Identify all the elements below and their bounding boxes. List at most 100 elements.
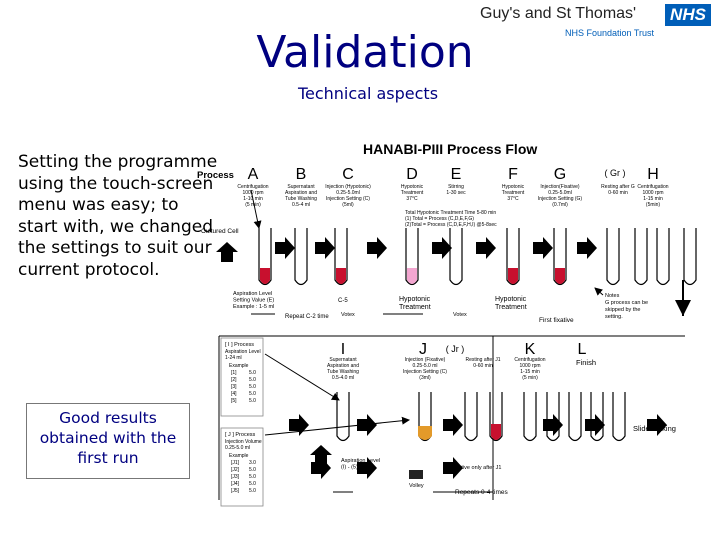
step-caption-top: 1-30 sec: [446, 190, 466, 196]
process-box-i-row-value: 5.0: [249, 398, 256, 404]
aspiration-level-label: Example : 1-5 ml: [233, 304, 274, 310]
logo-trust-name: NHS Foundation Trust: [565, 28, 655, 38]
test-tube-liquid: [418, 426, 432, 440]
hypotonic-label: Hypotonic: [399, 296, 431, 303]
process-box-i-row-value: 5.0: [249, 377, 256, 383]
test-tube-liquid: [336, 268, 346, 284]
pointer-line: [594, 287, 604, 296]
right-arrow-icon: [443, 414, 463, 436]
step-caption-top: 1000 rpm: [242, 190, 263, 196]
first-fixative-label: First fixative: [539, 317, 574, 324]
test-tube: [294, 228, 308, 286]
process-box-j-subtitle: Injection Volume: [225, 439, 262, 445]
votex-label: Votex: [341, 312, 355, 318]
step-caption-top: 0.25-5.0ml: [548, 190, 572, 196]
process-box-i-subtitle: Aspiration Level: [225, 349, 261, 355]
test-tube: [546, 392, 560, 442]
test-tube-liquid: [407, 268, 417, 284]
step-caption-bottom: 0.5-4.0 ml: [332, 375, 354, 381]
step-caption-top: 1-15 min: [643, 196, 663, 202]
step-caption-top: (5ml): [342, 202, 354, 208]
process-box-i-row-label: [4]: [231, 391, 237, 397]
step-caption-top: Centrifugation: [637, 184, 668, 190]
step-caption-top: Hypotonic: [502, 184, 525, 190]
process-box-i-row-value: 5.0: [249, 370, 256, 376]
process-label: Process: [197, 170, 234, 181]
step-letter-g: G: [554, 166, 566, 183]
hypotonic-label-2: Treatment: [495, 304, 527, 311]
process-box-j-row-value: 5.0: [249, 481, 256, 487]
step-letter-l: L: [578, 341, 587, 358]
step-j-suffix: ( Jr ): [446, 344, 465, 354]
process-box-i-title: [ I ] Process: [225, 342, 254, 348]
step-letter-d: D: [406, 166, 418, 183]
timing-note: Total Hypotonic Treatment Time 5-80 min: [405, 210, 496, 216]
step-caption-top: (0.7ml): [552, 202, 568, 208]
process-box-j-row-label: [J1]: [231, 460, 240, 466]
slide-subtitle: Technical aspects: [297, 84, 439, 103]
volley-block: [409, 470, 423, 479]
notes-label: G process can be: [605, 300, 648, 306]
process-box-i-row-value: 5.0: [249, 384, 256, 390]
step-caption-bottom: Supernatant: [329, 357, 357, 363]
right-arrow-icon: [315, 237, 335, 259]
aspiration-level-label: Setting Value (E): [233, 298, 274, 304]
test-tube: [553, 228, 567, 286]
process-box-j-row-value: 5.0: [249, 488, 256, 494]
step-caption-bottom: Injection (Fixative): [405, 357, 446, 363]
right-arrow-icon: [577, 237, 597, 259]
step-caption-bottom: 0.25-5.0 ml: [412, 363, 437, 369]
right-arrow-icon: [357, 414, 377, 436]
test-tube-liquid: [260, 268, 270, 284]
test-tube: [656, 228, 670, 286]
step-caption-top: Stirring: [448, 184, 464, 190]
step-caption-top: Resting after G: [601, 184, 635, 190]
step-caption-top: 0.5-4 ml: [292, 202, 310, 208]
step-caption-bottom: Centrifugation: [514, 357, 545, 363]
step-caption-bottom: 1-15 min: [520, 369, 540, 375]
step-caption-top: Injection(Fixative): [540, 184, 580, 190]
process-box-i-row-label: [1]: [231, 370, 237, 376]
process-box-j-row-value: 5.0: [249, 467, 256, 473]
flow-title: HANABI-PIII Process Flow: [363, 141, 537, 157]
test-tube: [590, 392, 604, 442]
repeat-c2-label: Repeat C-2 time: [285, 314, 329, 320]
step-letter-b: B: [296, 166, 307, 183]
pointer-line: [264, 353, 340, 401]
right-arrow-icon: [647, 414, 667, 436]
c5-label: C-5: [338, 298, 348, 304]
test-tube-liquid: [491, 424, 501, 440]
right-arrow-icon: [367, 237, 387, 259]
right-arrow-icon: [357, 457, 377, 479]
step-letter-e: E: [451, 166, 462, 183]
test-tube: [634, 228, 648, 286]
process-box-i-row-label: [5]: [231, 398, 237, 404]
logo-org-name: Guy's and St Thomas': [480, 5, 637, 22]
test-tube: [258, 228, 272, 286]
test-tube: [405, 228, 419, 286]
test-tube: [489, 392, 503, 442]
step-letter-c: C: [342, 166, 354, 183]
test-tube: [334, 228, 348, 286]
step-caption-bottom: 0-60 min: [473, 363, 493, 369]
step-g-suffix: ( Gr ): [605, 168, 626, 178]
test-tube: [464, 392, 478, 442]
test-tube: [612, 392, 626, 442]
notes-label: skipped by the: [605, 307, 640, 313]
notes-label: Notes: [605, 293, 620, 299]
step-caption-top: 1000 rpm: [642, 190, 663, 196]
step-letter-a: A: [248, 166, 259, 183]
step-caption-top: (5 min): [245, 202, 261, 208]
step-caption-top: 37°C: [406, 196, 418, 202]
step-caption-top: 37°C: [507, 196, 519, 202]
repeats-label: Repeats 0-4 times: [455, 489, 508, 496]
down-arrow-icon: [675, 300, 691, 316]
right-arrow-icon: [275, 237, 295, 259]
step-caption-bottom: (5 min): [522, 375, 538, 381]
aspiration-level-bottom: (I) - (5): [341, 465, 358, 471]
step-caption-top: Tube Washing: [285, 196, 317, 202]
process-box-j-row-value: 5.0: [249, 474, 256, 480]
step-caption-bottom: Tube Washing: [327, 369, 359, 375]
